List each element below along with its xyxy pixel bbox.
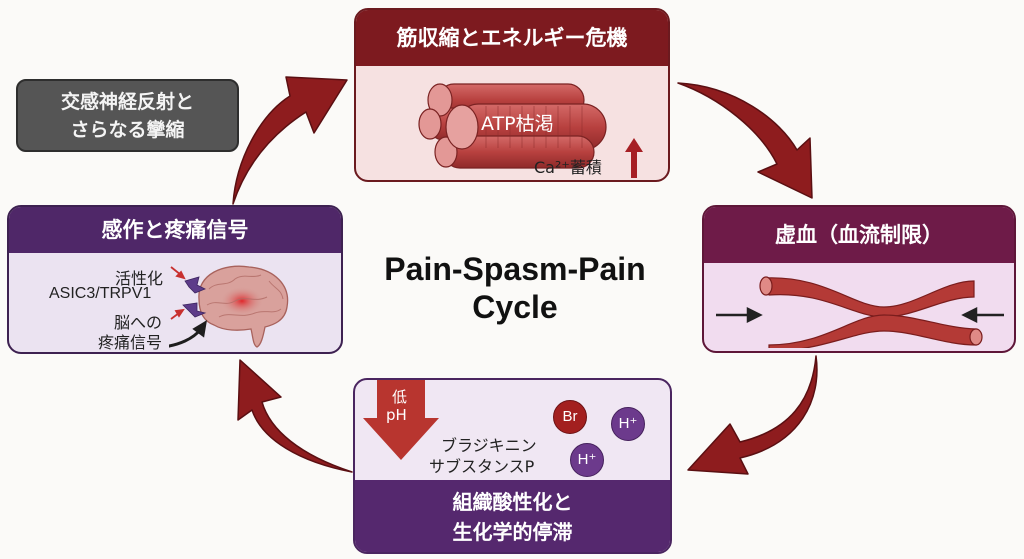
receptor-label: ASIC3/TRPV1 — [49, 285, 152, 302]
arrow-top-to-right — [677, 82, 813, 199]
substance-p-label: サブスタンスP — [429, 457, 535, 476]
brain-signal-label-2: 疼痛信号 — [98, 333, 163, 352]
stage-header-line-1: 組織酸性化と — [452, 490, 573, 514]
constricted-vessel-icon — [716, 276, 1004, 348]
muscle-fiber-icon — [418, 83, 607, 169]
atp-depletion-label: ATP枯渇 — [481, 113, 554, 135]
bradykinin-particle: Br — [553, 400, 587, 434]
sympathetic-reflex-note: 交感神経反射と さらなる攣縮 — [16, 79, 239, 152]
stage-header: 筋収縮とエネルギー危機 — [356, 10, 668, 66]
stage-ischemia: 虚血（血流制限） — [702, 205, 1016, 353]
note-line-2: さらなる攣縮 — [70, 119, 185, 141]
low-ph-arrow-icon — [363, 380, 439, 460]
brain-icon — [169, 265, 289, 348]
activation-label: 活性化 — [115, 269, 164, 288]
stage-tissue-acidosis: 低 pH ブラジキニン サブスタンスP Br H⁺ H⁺ 組織酸性化と 生化学的… — [353, 378, 672, 554]
stage-header: 感作と疼痛信号 — [9, 207, 341, 253]
brain-signal-label-1: 脳への — [114, 313, 163, 332]
increase-arrow-icon — [625, 138, 643, 178]
title-line-2: Cycle — [472, 289, 558, 325]
note-line-1: 交感神経反射と — [60, 91, 194, 113]
hydrogen-ion-particle: H⁺ — [570, 443, 604, 477]
stage-header: 虚血（血流制限） — [704, 207, 1014, 263]
stage-sensitization: 感作と疼痛信号 活性化 ASIC3/TRPV1 脳への 疼痛信号 — [7, 205, 343, 354]
stage-header-line-2: 生化学的停滞 — [452, 520, 573, 544]
low-ph-label-1: 低 — [392, 388, 408, 406]
bradykinin-label: ブラジキニン — [441, 436, 537, 455]
arrow-right-to-bottom — [687, 355, 818, 475]
hydrogen-ion-particle: H⁺ — [611, 407, 645, 441]
low-ph-label-2: pH — [386, 406, 407, 424]
stage-header: 組織酸性化と 生化学的停滞 — [355, 480, 670, 552]
title-line-1: Pain-Spasm-Pain — [384, 251, 646, 287]
stage-muscle-contraction: 筋収縮とエネルギー危機 — [354, 8, 670, 182]
arrow-top-left — [232, 76, 348, 205]
diagram-title: Pain-Spasm-Pain Cycle — [340, 250, 690, 326]
calcium-accumulation-label: Ca²⁺蓄積 — [534, 158, 602, 177]
arrow-bottom-to-left — [237, 359, 353, 473]
